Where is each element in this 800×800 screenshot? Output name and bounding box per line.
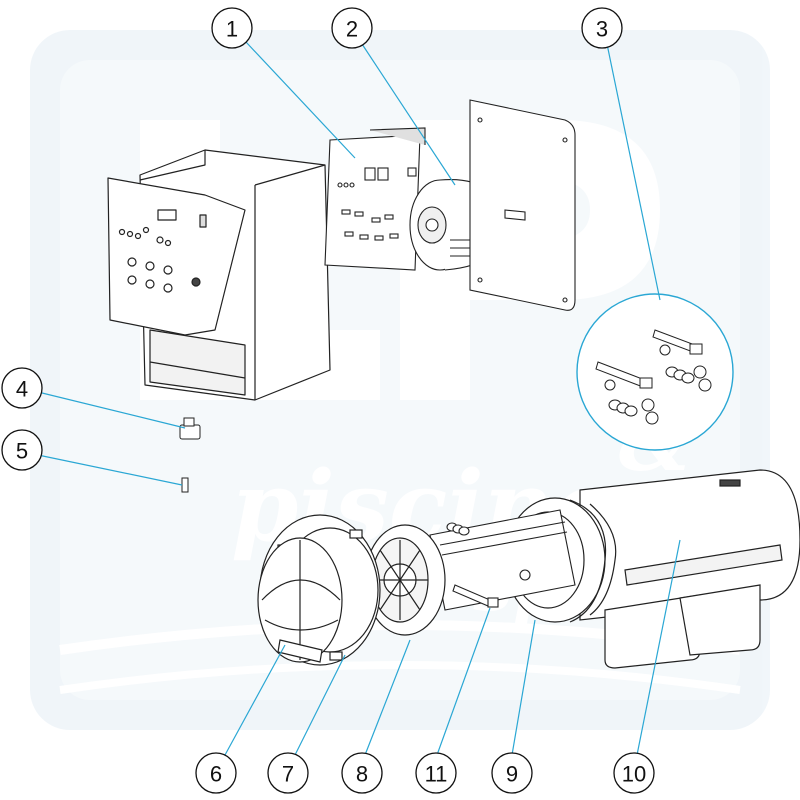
callout-circle <box>1 367 43 409</box>
leader-6 <box>224 644 286 756</box>
callout-7: 7 <box>267 752 309 794</box>
callout-5: 5 <box>1 429 43 471</box>
callout-circle <box>267 752 309 794</box>
callout-2: 2 <box>331 7 373 49</box>
callout-label-7: 7 <box>282 762 294 787</box>
callout-circle <box>211 7 253 49</box>
callout-label-10: 10 <box>622 762 646 787</box>
leader-3 <box>606 43 661 301</box>
callout-label-9: 9 <box>506 762 518 787</box>
leader-2 <box>361 43 456 186</box>
cell-body <box>579 469 800 669</box>
fuse-part <box>181 477 189 493</box>
callout-label-8: 8 <box>356 762 368 787</box>
callout-4: 4 <box>1 367 43 409</box>
callout-11: 11 <box>415 752 457 794</box>
callout-label-6: 6 <box>210 762 222 787</box>
callout-circle <box>195 752 237 794</box>
callout-label-1: 1 <box>226 17 238 42</box>
connector-part <box>179 417 201 440</box>
callout-circle <box>581 7 623 49</box>
callout-label-11: 11 <box>425 762 448 787</box>
leader-8 <box>364 639 411 756</box>
leader-9 <box>511 619 536 756</box>
electrode-plates <box>429 509 576 611</box>
callout-circle <box>415 752 457 794</box>
callout-circle <box>613 752 655 794</box>
callout-label-2: 2 <box>346 17 358 42</box>
leader-11 <box>436 607 491 756</box>
leader-lines <box>37 41 681 756</box>
circuit-board <box>324 127 426 271</box>
callout-6: 6 <box>195 752 237 794</box>
screws-kit-detail <box>576 293 734 451</box>
callout-3: 3 <box>581 7 623 49</box>
callout-9: 9 <box>491 752 533 794</box>
leader-4 <box>37 391 186 429</box>
mounting-plate <box>469 99 576 311</box>
dome-cap <box>257 537 343 663</box>
leader-5 <box>37 454 183 486</box>
leader-7 <box>294 654 346 756</box>
callout-8: 8 <box>341 752 383 794</box>
callout-circle <box>491 752 533 794</box>
control-box-housing <box>107 149 331 401</box>
callout-circle <box>1 429 43 471</box>
callout-circle <box>331 7 373 49</box>
leader-1 <box>245 41 356 159</box>
callout-circle <box>341 752 383 794</box>
callout-label-3: 3 <box>596 17 608 42</box>
callout-label-5: 5 <box>16 439 28 464</box>
callout-label-4: 4 <box>16 377 28 402</box>
leader-10 <box>636 539 681 756</box>
callout-10: 10 <box>613 752 655 794</box>
callout-1: 1 <box>211 7 253 49</box>
callout-bubbles: 1 2 3 4 5 6 7 8 11 9 10 <box>1 7 655 794</box>
